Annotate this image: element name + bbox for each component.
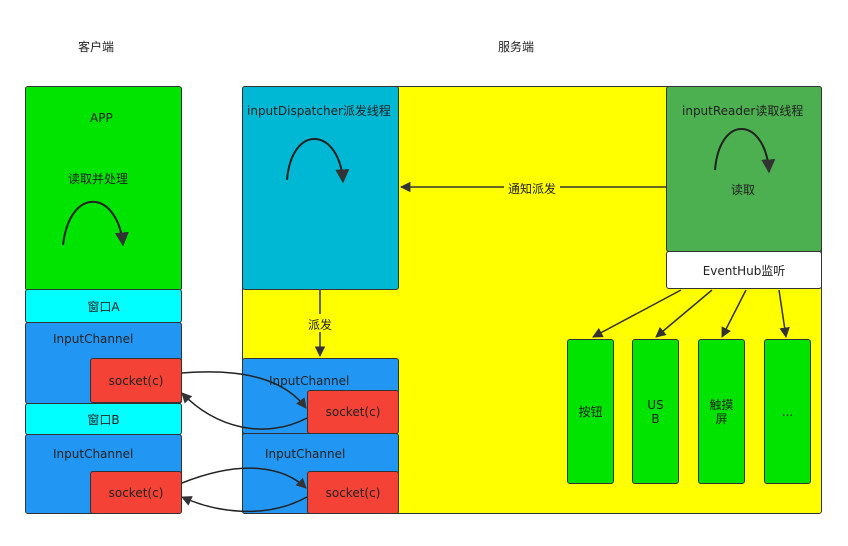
- server-socket-a-label: socket(c): [325, 405, 381, 419]
- eventhub-box: EventHub监听: [666, 251, 822, 289]
- device-touchscreen-label: 触摸 屏: [709, 397, 734, 426]
- client-socket-b: socket(c): [90, 471, 182, 514]
- app-panel: [25, 86, 182, 291]
- client-socket-b-label: socket(c): [108, 485, 164, 500]
- window-b-label: 窗口B: [87, 412, 120, 427]
- client-socket-a: socket(c): [90, 358, 182, 403]
- server-header: 服务端: [498, 40, 535, 54]
- window-b: 窗口B: [25, 403, 182, 435]
- device-usb-label: US B: [647, 397, 664, 426]
- client-input-channel-b-label: InputChannel: [53, 447, 134, 461]
- server-input-channel-a-label: InputChannel: [269, 374, 350, 388]
- window-a-label: 窗口A: [87, 299, 120, 314]
- device-button: 按钮: [567, 339, 614, 484]
- server-socket-b-label: socket(c): [325, 485, 381, 500]
- client-socket-a-label: socket(c): [108, 373, 164, 388]
- input-reader-action: 读取: [731, 183, 756, 197]
- client-header: 客户端: [78, 40, 115, 54]
- client-input-channel-a-label: InputChannel: [53, 332, 134, 346]
- notify-dispatch-label: 通知派发: [508, 182, 557, 196]
- device-button-label: 按钮: [578, 405, 603, 419]
- window-a: 窗口A: [25, 289, 182, 323]
- server-socket-a: socket(c): [307, 390, 399, 434]
- device-more: ...: [764, 339, 811, 484]
- device-more-label: ...: [781, 404, 794, 419]
- server-input-channel-b-label: InputChannel: [265, 447, 346, 461]
- input-dispatcher-title: inputDispatcher派发线程: [247, 104, 391, 118]
- input-dispatcher-thread: [242, 86, 399, 290]
- device-touchscreen: 触摸 屏: [698, 339, 745, 484]
- server-socket-b: socket(c): [307, 471, 399, 514]
- input-reader-title: inputReader读取线程: [682, 104, 804, 118]
- dispatch-label: 派发: [308, 318, 333, 332]
- device-usb: US B: [632, 339, 679, 484]
- app-title: APP: [90, 111, 113, 125]
- app-action-label: 读取并处理: [68, 172, 129, 186]
- eventhub-label: EventHub监听: [702, 263, 786, 278]
